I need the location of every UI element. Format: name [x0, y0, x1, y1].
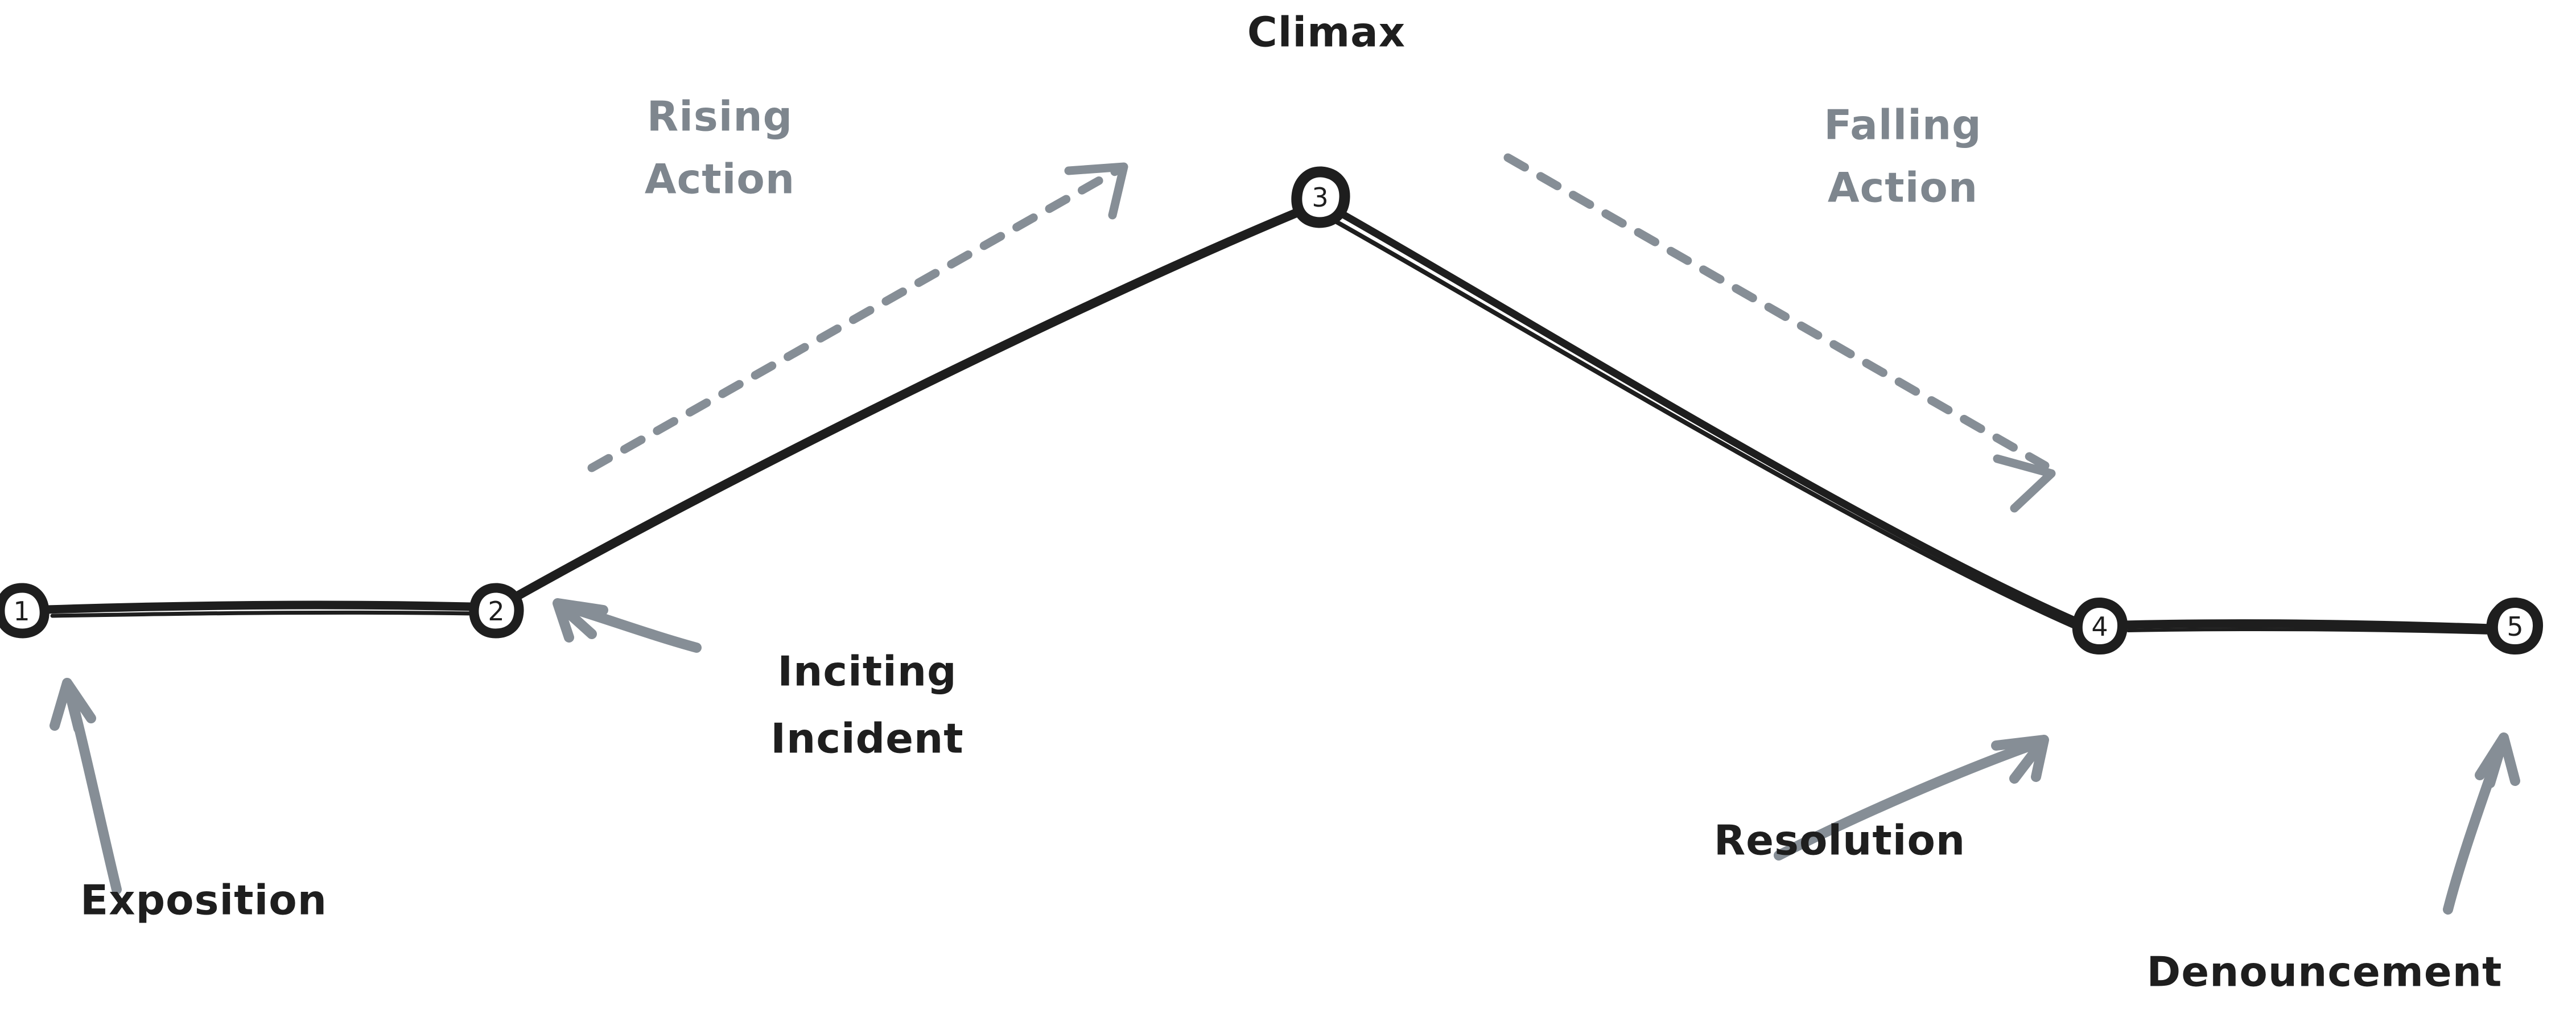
- node-1[interactable]: 1: [0, 583, 50, 639]
- node-3-number: 3: [1312, 182, 1328, 213]
- label-exposition: Exposition: [80, 876, 327, 924]
- node-1-number: 1: [13, 596, 30, 627]
- label-denouncement: Denouncement: [2147, 948, 2503, 996]
- denouncement-arrow: [2443, 732, 2520, 915]
- edge-3-4[interactable]: [1334, 209, 2081, 631]
- node-2-number: 2: [488, 596, 504, 627]
- label-group: Climax Rising Action Falling Action Inci…: [80, 9, 2503, 996]
- label-inciting-incident-line1: Inciting: [777, 648, 957, 695]
- pointer-arrow-group: [50, 598, 2520, 915]
- dashed-arrow-group: [587, 153, 2056, 513]
- node-3[interactable]: 3: [1291, 166, 1350, 228]
- label-rising-action-line1: Rising: [647, 93, 793, 141]
- label-inciting-incident-line2: Incident: [770, 715, 963, 763]
- exposition-arrow: [50, 678, 122, 895]
- resolution-arrow: [1774, 735, 2049, 861]
- inciting-incident-arrow: [553, 598, 702, 653]
- falling-action-arrow: [1503, 153, 2056, 513]
- node-2[interactable]: 2: [469, 583, 524, 639]
- node-5[interactable]: 5: [2486, 598, 2543, 654]
- edge-group: [42, 207, 2496, 635]
- edge-4-5[interactable]: [2118, 619, 2496, 635]
- label-falling-action-line2: Action: [1828, 164, 1978, 212]
- node-5-number: 5: [2507, 611, 2523, 642]
- label-resolution: Resolution: [1714, 817, 1965, 865]
- node-group: 1 2 3 4: [0, 166, 2543, 654]
- edge-1-2[interactable]: [42, 600, 476, 618]
- label-rising-action-line2: Action: [645, 155, 795, 203]
- node-4[interactable]: 4: [2072, 598, 2128, 654]
- label-falling-action-line1: Falling: [1824, 101, 1981, 149]
- edge-2-3[interactable]: [511, 207, 1304, 602]
- label-climax: Climax: [1247, 9, 1406, 56]
- node-4-number: 4: [2091, 611, 2108, 642]
- rising-action-arrow: [587, 162, 1128, 472]
